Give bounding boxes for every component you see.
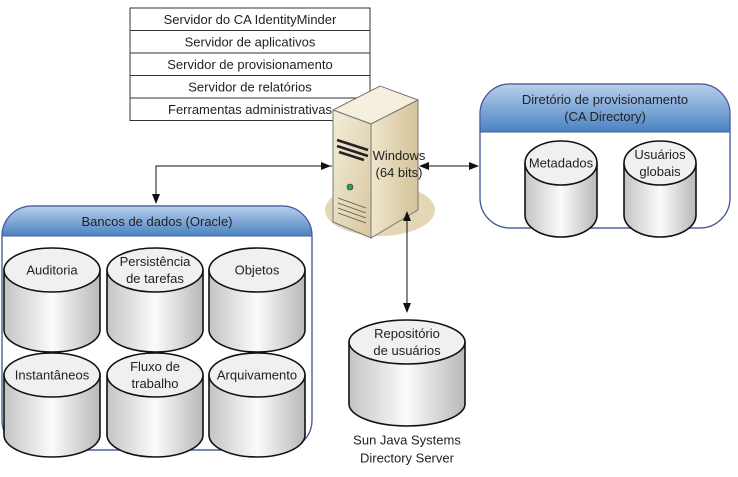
database-label: Repositório — [374, 326, 440, 341]
group-title: Bancos de dados (Oracle) — [81, 214, 232, 229]
cylinder-body — [3, 375, 101, 458]
database-label: trabalho — [132, 376, 179, 391]
server-role-label: Servidor de relatórios — [188, 80, 312, 95]
repository-caption: Sun Java Systems — [353, 433, 461, 448]
database-label: Fluxo de — [130, 359, 180, 374]
cylinder-body — [348, 342, 466, 427]
cylinder-top — [106, 247, 204, 293]
prov-header — [480, 84, 730, 132]
databases-group: Bancos de dados (Oracle) Auditoria Persist… — [1, 205, 313, 458]
cylinder-top — [208, 352, 306, 398]
database-label: de tarefas — [126, 271, 184, 286]
database-label: Usuários — [634, 147, 686, 162]
server-label: Windows(64 bits) — [373, 148, 426, 180]
db-header — [2, 206, 312, 236]
repository-caption: Directory Server — [360, 451, 455, 466]
database-item: Instantâneos — [3, 352, 101, 458]
cylinder-body — [208, 375, 306, 458]
database-label: Metadados — [529, 156, 594, 171]
cylinder-top — [3, 247, 101, 293]
cylinder-top — [524, 140, 598, 186]
database-label: de usuários — [373, 343, 441, 358]
cylinder-top — [348, 319, 466, 365]
database-item: Objetos — [208, 247, 306, 353]
database-label: Instantâneos — [15, 368, 90, 383]
cylinder-top — [623, 140, 697, 186]
server-role-label: Servidor de provisionamento — [167, 57, 332, 72]
server-role-label: Ferramentas administrativas — [168, 102, 332, 117]
database-repositorio: Repositório de usuários — [348, 319, 466, 427]
database-item: Arquivamento — [208, 352, 306, 458]
server-role-label: Servidor do CA IdentityMinder — [164, 12, 337, 27]
cylinder-body — [106, 270, 204, 353]
cylinder-top — [3, 352, 101, 398]
connector-server-to-databases — [152, 162, 332, 204]
database-item: Fluxo de trabalho — [106, 352, 204, 458]
database-item: Persistência de tarefas — [106, 247, 204, 353]
group-title: (CA Directory) — [564, 109, 646, 124]
database-item: Auditoria — [3, 247, 101, 353]
database-label: Arquivamento — [217, 368, 297, 383]
database-label: Persistência — [120, 254, 192, 269]
cylinder-top — [106, 352, 204, 398]
cylinder-top — [208, 247, 306, 293]
database-label: globais — [639, 164, 681, 179]
group-title: Diretório de provisionamento — [522, 92, 688, 107]
cylinder-body — [3, 270, 101, 353]
server-role-label: Servidor de aplicativos — [185, 35, 316, 50]
database-usuarios-globais: Usuários globais — [623, 140, 697, 238]
database-label: Auditoria — [26, 263, 78, 278]
cylinder-body — [208, 270, 306, 353]
database-label: Objetos — [235, 263, 280, 278]
cylinder-body — [106, 375, 204, 458]
provisioning-directory-group: Diretório de provisionamento (CA Director… — [479, 83, 731, 238]
database-metadados: Metadados — [524, 140, 598, 238]
